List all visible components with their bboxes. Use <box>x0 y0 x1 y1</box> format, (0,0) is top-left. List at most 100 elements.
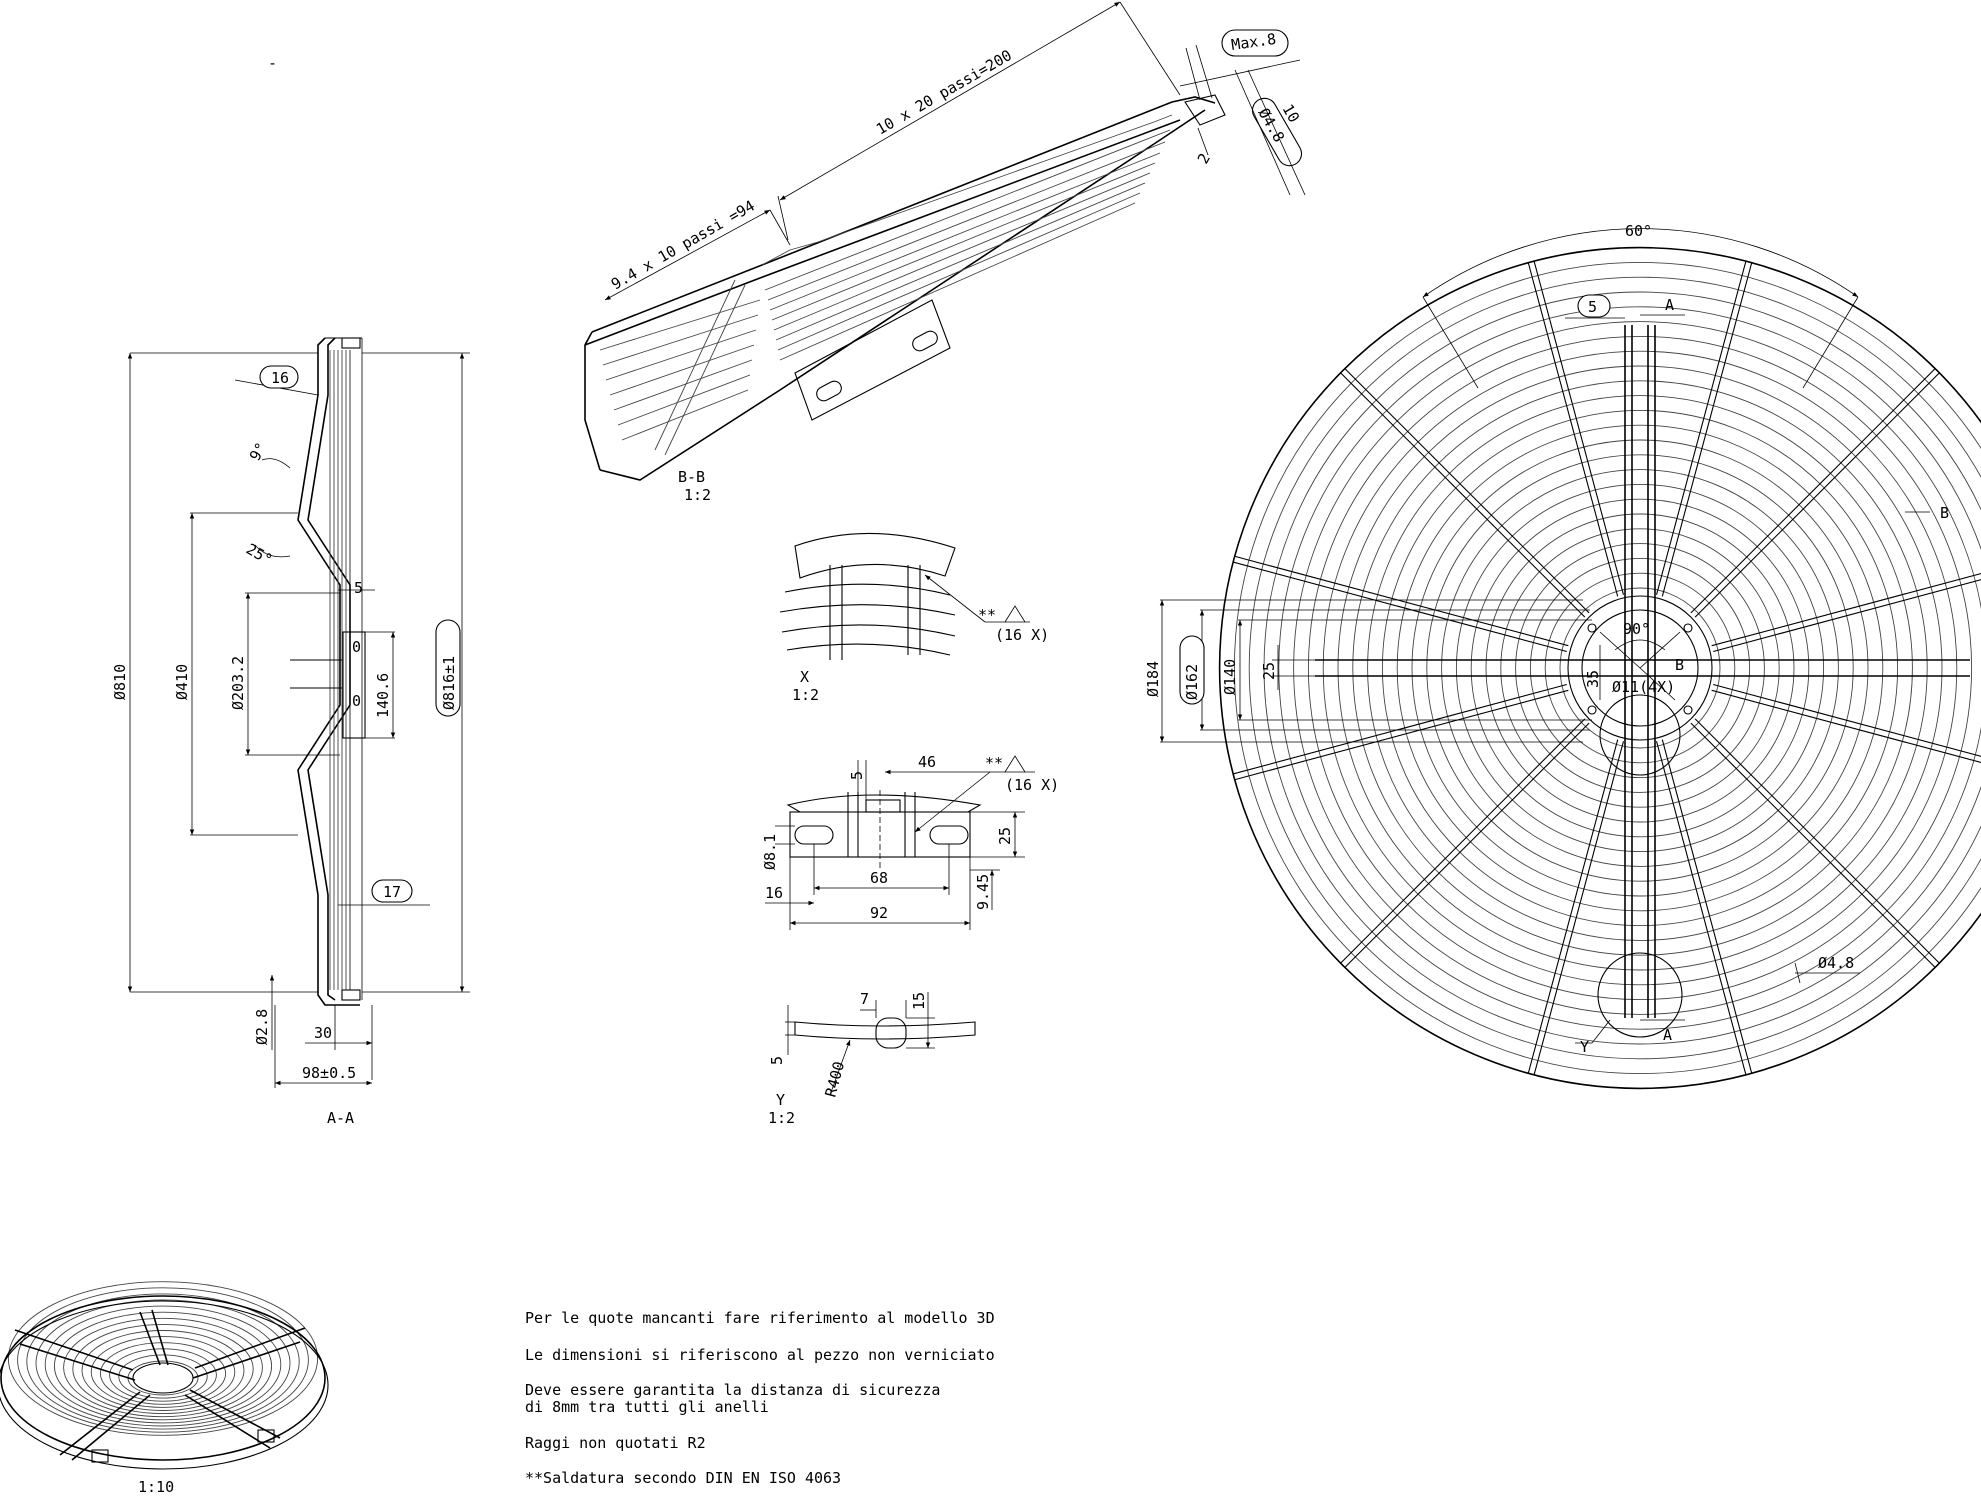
guard-ring <box>1263 291 1981 1045</box>
guard-spoke <box>1234 689 1569 781</box>
guard-ring <box>1411 439 1869 897</box>
dim-fv-d140: Ø140 <box>1221 659 1239 695</box>
guard-spoke <box>1661 262 1753 597</box>
bracket-count: (16 X) <box>1005 776 1059 794</box>
front-view: 60° 5 A B Ø184 Ø162 Ø140 25 35 <box>1144 222 1981 1090</box>
note-3b: di 8mm tra tutti gli anelli <box>525 1398 769 1416</box>
dim-br-d81: Ø8.1 <box>761 834 779 870</box>
dim-fv-a90: 90° <box>1623 620 1650 638</box>
dim-y-r400: R400 <box>821 1059 848 1099</box>
detail-y-scale: 1:2 <box>768 1109 795 1127</box>
dim-30: 30 <box>314 1024 332 1042</box>
iso-scale: 1:10 <box>138 1478 174 1496</box>
iso-ring <box>35 1299 291 1427</box>
label-a-bottom: A <box>1663 1026 1672 1044</box>
guard-spoke <box>1233 561 1567 653</box>
label-b-center: B <box>1675 656 1684 674</box>
detail-x-scale: 1:2 <box>792 686 819 704</box>
section-aa-rings <box>329 350 347 990</box>
dim-5: 5 <box>354 579 363 597</box>
detail-y-label: Y <box>776 1091 785 1109</box>
dim-fv-25: 25 <box>1260 662 1278 680</box>
dim-y-5: 5 <box>768 1056 786 1065</box>
guard-ring <box>1307 335 1973 1001</box>
dim-o1: 0 <box>352 638 361 656</box>
label-a-top: A <box>1665 296 1674 314</box>
dim-98: 98±0.5 <box>302 1064 356 1082</box>
guard-spoke <box>1655 741 1747 1075</box>
guard-ring <box>1337 365 1943 971</box>
balloon-16: 16 <box>271 369 289 387</box>
note-2: Le dimensioni si riferiscono al pezzo no… <box>525 1346 995 1364</box>
iso-ring <box>26 1293 300 1430</box>
detail-x-weld: ** <box>978 606 996 624</box>
iso-rings <box>7 1281 319 1436</box>
angle-9: 9° <box>246 439 271 464</box>
dim-d2032: Ø203.2 <box>229 656 247 710</box>
dim-pitch-200: 10 x 20 passi=200 <box>873 46 1015 138</box>
dim-d816: Ø816±1 <box>440 656 458 710</box>
guard-spoke <box>1713 579 1981 653</box>
dim-o2: 0 <box>352 692 361 710</box>
note-5: **Saldatura secondo DIN EN ISO 4063 <box>525 1469 841 1487</box>
dim-1406: 140.6 <box>374 673 392 718</box>
iso-ring <box>127 1360 199 1396</box>
guard-spoke <box>1233 683 1567 775</box>
iso-ring <box>90 1336 236 1408</box>
iso-ring <box>53 1311 273 1421</box>
dim-d28: Ø2.8 <box>253 1009 271 1045</box>
dim-br-16: 16 <box>765 884 783 902</box>
dim-y-15: 15 <box>910 992 928 1010</box>
guard-spoke <box>1661 739 1753 1074</box>
iso-ring <box>118 1354 208 1399</box>
detail-x-view: ** (16 X) X 1:2 <box>779 532 1049 704</box>
guard-ring <box>1426 454 1854 882</box>
guard-ring <box>1367 395 1913 941</box>
guard-ring <box>1218 246 1981 1090</box>
guard-ring <box>1500 528 1780 808</box>
guard-spoke <box>1690 722 1936 968</box>
dim-fv-5: 5 <box>1588 298 1597 316</box>
bracket-detail-view: 5 46 ** (16 X) Ø8.1 25 68 16 9.45 <box>761 753 1059 930</box>
detail-x-count: (16 X) <box>995 626 1049 644</box>
iso-ring <box>7 1281 319 1436</box>
guard-spoke <box>1527 262 1619 597</box>
guard-ring <box>1470 498 1810 838</box>
note-4: Raggi non quotati R2 <box>525 1434 706 1452</box>
dim-br-68: 68 <box>870 869 888 887</box>
dim-br-25: 25 <box>996 827 1014 845</box>
guard-spoke <box>1694 372 1940 618</box>
notes-block: Per le quote mancanti fare riferimento a… <box>525 1309 995 1487</box>
guard-spoke <box>1340 718 1586 964</box>
guard-spoke <box>1690 368 1936 614</box>
dim-fv-d184: Ø184 <box>1144 661 1162 697</box>
label-y: Y <box>1580 1038 1589 1056</box>
iso-ring <box>72 1323 254 1415</box>
dim-br-5: 5 <box>848 771 866 780</box>
dim-br-945: 9.45 <box>974 874 992 910</box>
dim-d410: Ø410 <box>173 664 191 700</box>
iso-ring <box>81 1330 245 1411</box>
detail-y-view: 7 15 5 R400 Y 1:2 <box>768 990 976 1127</box>
guard-spoke <box>1711 572 1981 647</box>
guard-ring <box>1381 409 1899 927</box>
dim-fv-35: 35 <box>1584 670 1602 688</box>
guard-spoke <box>1694 718 1940 964</box>
guard-spoke <box>1533 741 1625 1075</box>
guard-ring <box>1234 262 1981 1074</box>
dim-br-92: 92 <box>870 904 888 922</box>
guard-ring <box>1559 587 1721 749</box>
bracket-weld: ** <box>985 754 1003 772</box>
dim-fv-d48: Ø4.8 <box>1818 954 1854 972</box>
guard-ring <box>1293 321 1981 1015</box>
guard-ring <box>1455 483 1825 853</box>
front-view-rings <box>1218 246 1981 1090</box>
guard-ring <box>1248 276 1981 1060</box>
guard-spoke <box>1533 261 1625 595</box>
iso-view: 1:10 <box>0 1281 329 1496</box>
dim-br-46: 46 <box>918 753 936 771</box>
dim-pitch-94: 9.4 x 10 passi =94 <box>608 197 758 294</box>
section-bb-rings <box>599 114 1173 456</box>
section-bb-scale: 1:2 <box>684 486 711 504</box>
